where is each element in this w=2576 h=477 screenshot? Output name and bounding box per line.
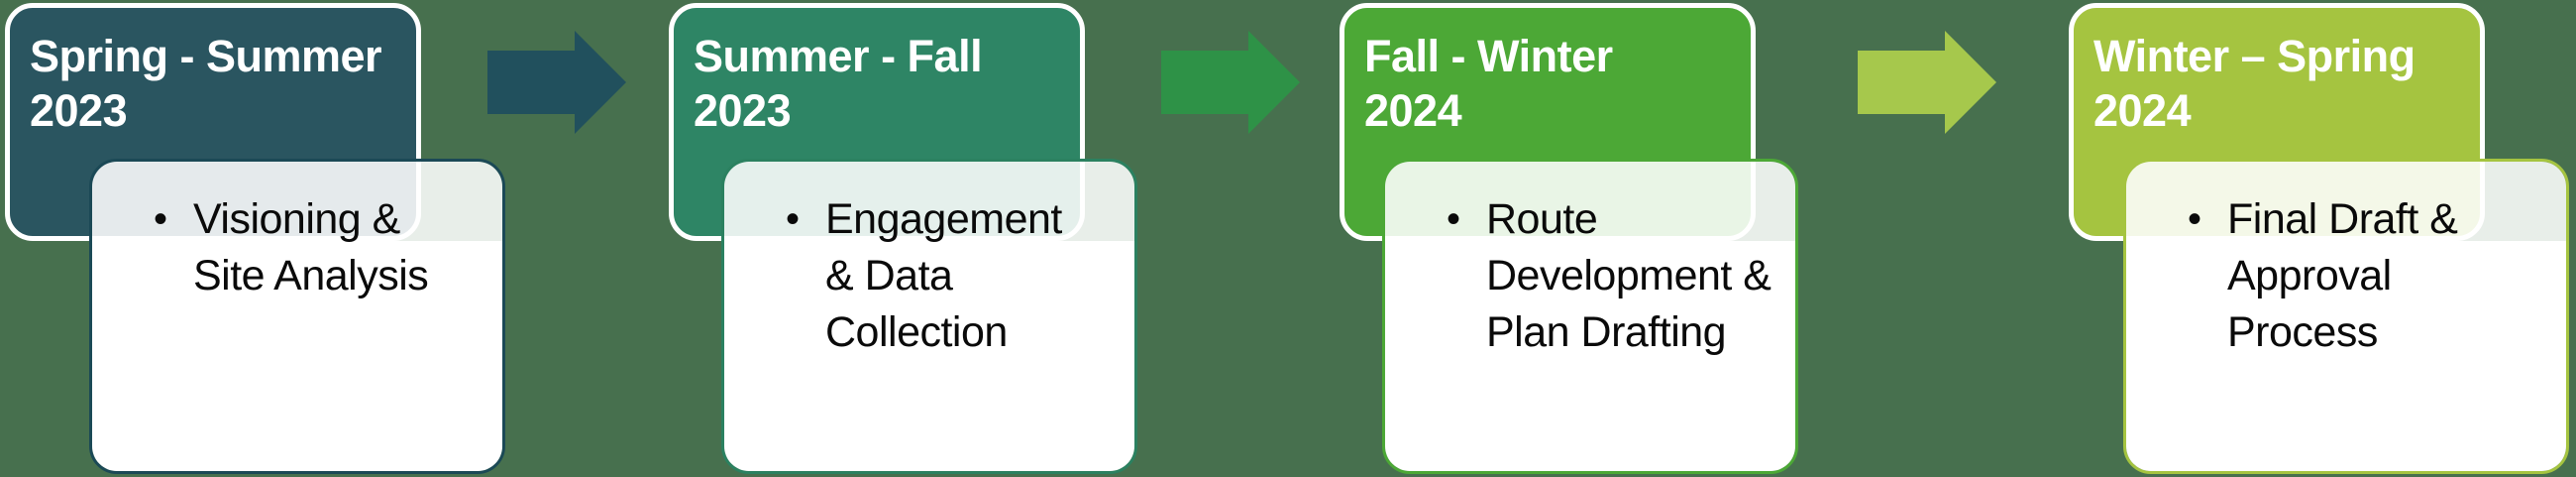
bullet-icon: • [2188, 197, 2201, 241]
bullet-text: Engagement & Data Collection [825, 195, 1062, 356]
bullet-item: • Route Development & Plan Drafting [1385, 162, 1795, 360]
arrow-body [487, 51, 575, 114]
stage-detail-card: • Route Development & Plan Drafting [1382, 159, 1798, 474]
bullet-item: • Visioning & Site Analysis [92, 162, 502, 304]
card-overlap-tint [92, 162, 502, 241]
bullet-text: Final Draft & Approval Process [2227, 195, 2458, 356]
stage-detail-card: • Visioning & Site Analysis [89, 159, 505, 474]
stage-detail-card: • Final Draft & Approval Process [2123, 159, 2569, 474]
stage-title: Summer - Fall 2023 [694, 31, 983, 136]
bullet-icon: • [786, 197, 800, 241]
bullet-icon: • [1447, 197, 1460, 241]
arrow-body [1161, 51, 1248, 114]
arrow-head [1248, 31, 1300, 134]
bullet-item: • Final Draft & Approval Process [2126, 162, 2566, 360]
stage-detail-card: • Engagement & Data Collection [721, 159, 1137, 474]
card-overlap-tint [2126, 162, 2566, 241]
arrow-right-icon [1858, 31, 1996, 134]
card-body-bg [1385, 241, 1795, 471]
bullet-item: • Engagement & Data Collection [724, 162, 1134, 360]
bullet-text: Visioning & Site Analysis [193, 195, 429, 299]
card-body-bg [724, 241, 1134, 471]
bullet-icon: • [154, 197, 167, 241]
stage-title: Winter – Spring 2024 [2093, 31, 2415, 136]
stage-title: Spring - Summer 2023 [30, 31, 382, 136]
arrow-right-icon [487, 31, 626, 134]
stage-header-box: Spring - Summer 2023 [5, 3, 421, 241]
bullet-text: Route Development & Plan Drafting [1486, 195, 1771, 356]
card-overlap-tint [724, 162, 1134, 241]
arrow-body [1858, 51, 1945, 114]
card-body-bg [92, 241, 502, 471]
arrow-head [575, 31, 626, 134]
arrow-head [1945, 31, 1996, 134]
stage-title: Fall - Winter 2024 [1364, 31, 1613, 136]
arrow-right-icon [1161, 31, 1300, 134]
card-body-bg [2126, 241, 2566, 471]
card-overlap-tint [1385, 162, 1795, 241]
